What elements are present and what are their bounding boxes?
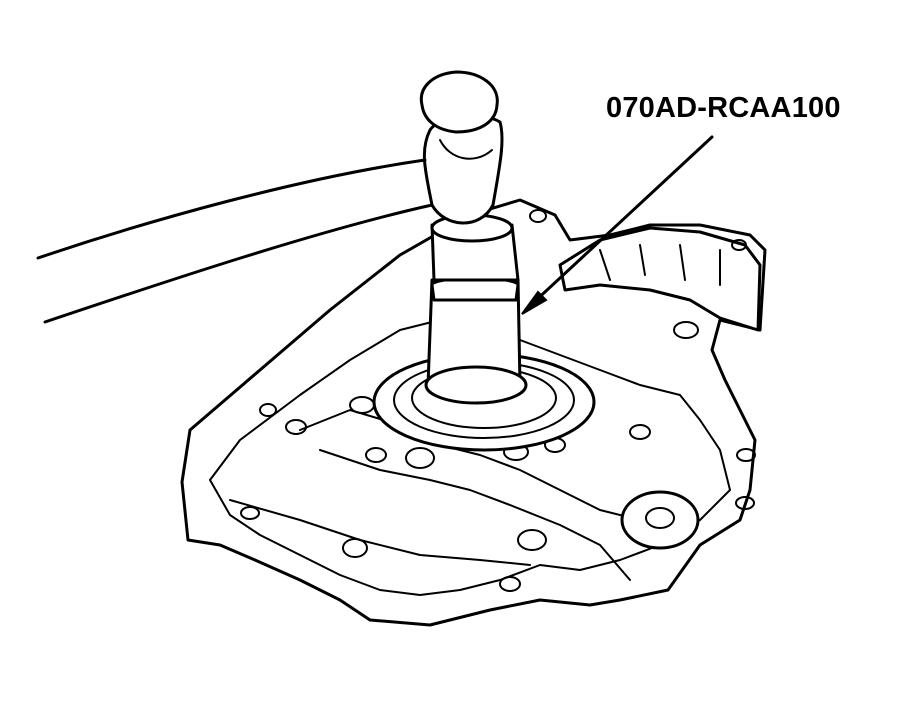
callout-leader: [521, 135, 714, 315]
hammer-handle: [36, 158, 434, 324]
tool-part-number-label: 070AD-RCAA100: [606, 92, 841, 124]
hammer-head: [419, 70, 504, 225]
seal-driver-tool: [424, 213, 528, 405]
